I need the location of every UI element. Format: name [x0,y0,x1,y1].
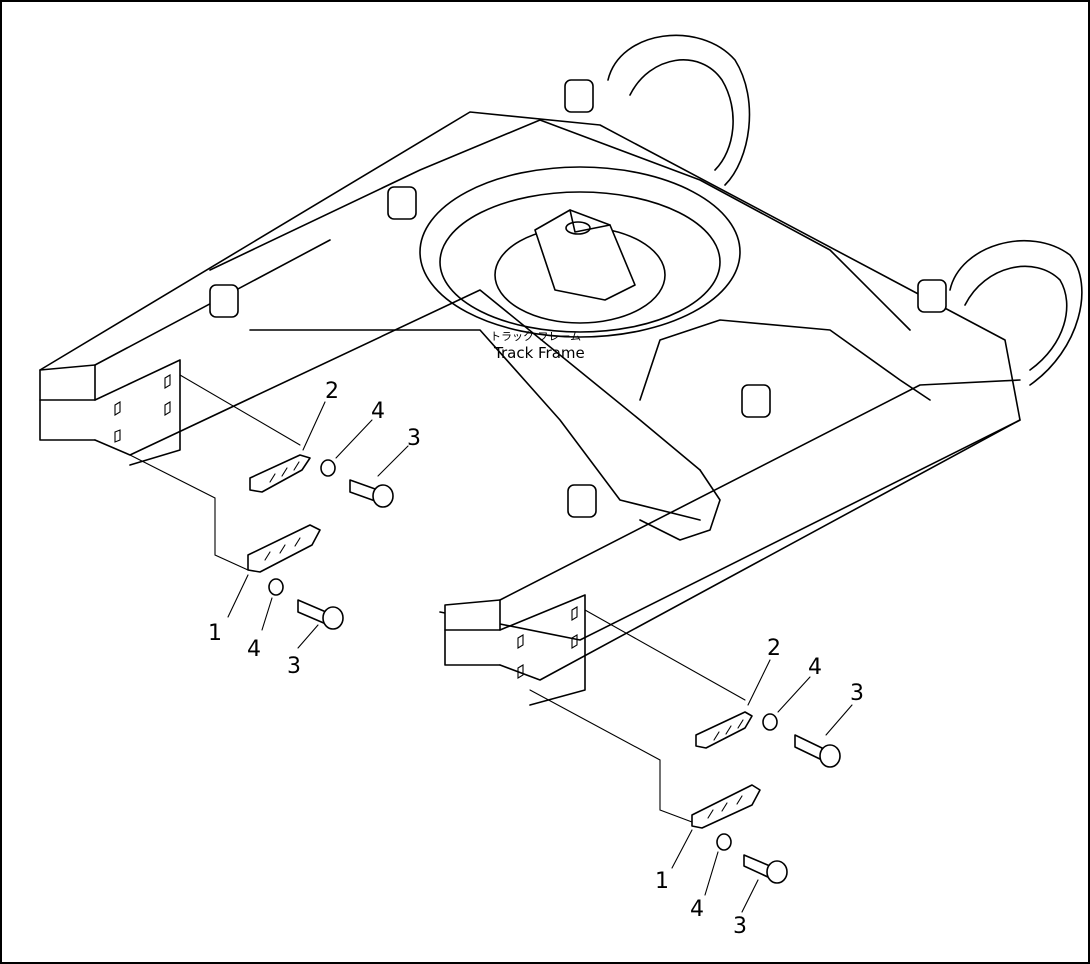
callout-3-right-lower: 3 [733,914,747,939]
washer-4-right-lower [716,833,732,851]
guard-2-right [695,711,753,749]
callout-4-right-upper: 4 [808,655,822,680]
right-guard-assembly [499,594,853,913]
title-en-label: Track Frame [493,344,585,362]
guard-2-left [249,454,311,493]
callout-4-left-upper: 4 [371,399,385,424]
track-frame [39,34,1083,681]
callout-4-right-lower: 4 [690,897,704,922]
bolt-3-right-upper [794,734,823,761]
callout-3-right-upper: 3 [850,681,864,706]
washer-4-left-upper [320,459,336,477]
callout-1-right: 1 [655,869,669,894]
bolt-3-left-lower [297,599,327,625]
callout-2-left: 2 [325,379,339,404]
bolt-3-right-lower [743,854,771,879]
title-jp-label: トラック フレーム [490,330,581,343]
left-guard-assembly [94,359,409,649]
guard-1-right [691,784,761,829]
callout-1-left: 1 [208,621,222,646]
callout-3-left-lower: 3 [287,654,301,679]
guard-1-left [247,524,321,573]
callout-3-left-upper: 3 [407,426,421,451]
washer-4-left-lower [268,578,284,596]
washer-4-right-upper [762,713,778,731]
callout-2-right: 2 [767,636,781,661]
carrier-roller-mounts [209,79,947,518]
callout-4-left-lower: 4 [247,637,261,662]
